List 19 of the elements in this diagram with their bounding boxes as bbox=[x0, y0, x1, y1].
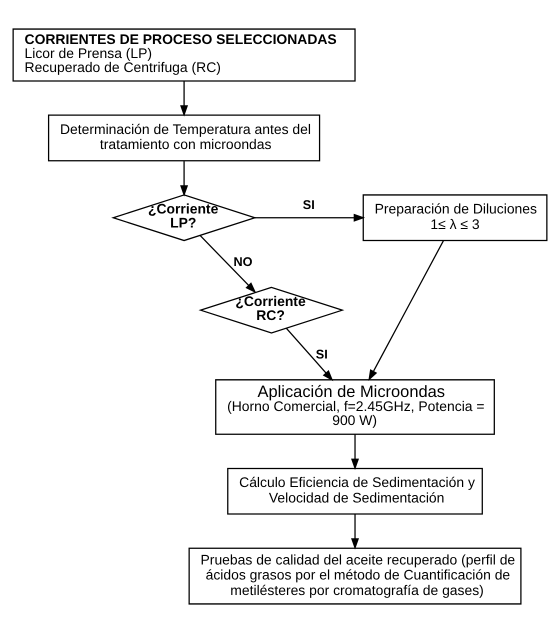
node-box: Cálculo Eficiencia de Sedimentación y Velocidad de Sedimentación bbox=[227, 468, 483, 515]
node-diamond: ¿Corriente RC? bbox=[198, 286, 344, 334]
edge-label: NO bbox=[233, 254, 252, 269]
node-diamond: ¿Corriente LP? bbox=[111, 194, 257, 242]
arrow bbox=[254, 214, 366, 222]
edge-label: SI bbox=[302, 198, 315, 212]
edge-label: SI bbox=[316, 347, 328, 362]
arrow bbox=[351, 434, 360, 470]
node-box: Aplicación de Microondas (Horno Comercial, f=2.45GHz, Potencia = 900 W) bbox=[215, 379, 495, 435]
arrow bbox=[351, 514, 360, 550]
node-box: Preparación de Diluciones 1≤ λ ≤ 3 bbox=[362, 194, 548, 242]
arrow bbox=[180, 161, 188, 197]
arrow bbox=[368, 240, 444, 381]
node-box: Pruebas de calidad del aceite recuperado (perfil de ácidos grasos por el método de Cuantificación de metilésteres por cromatografía de gases) bbox=[188, 548, 522, 605]
arrow bbox=[286, 328, 334, 382]
node-box: CORRIENTES DE PROCESO SELECCIONADAS Licor de Prensa (LP) Recuperado de Centrifuga (RC) bbox=[12, 28, 356, 82]
node-box: Determinación de Temperatura antes del tratamiento con microondas bbox=[48, 114, 320, 162]
arrow bbox=[200, 235, 256, 294]
arrow bbox=[180, 81, 188, 117]
